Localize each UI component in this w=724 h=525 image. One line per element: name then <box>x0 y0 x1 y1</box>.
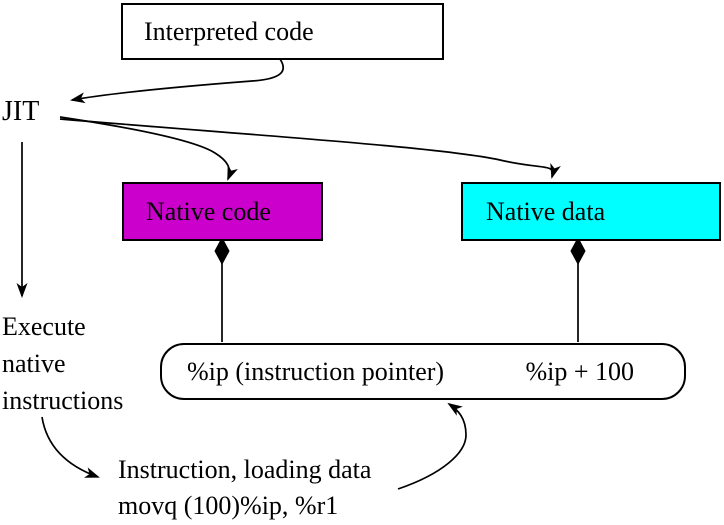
native-data-box: Native data <box>461 182 721 241</box>
diamond-connector-native-data <box>570 236 586 266</box>
interpreted-code-box: Interpreted code <box>121 3 444 60</box>
instruction-label-line1: Instruction, loading data <box>118 455 372 484</box>
arrow-jit-to-native-data <box>59 118 561 179</box>
diamond-connector-native-code <box>214 236 230 266</box>
ip-pointer-label: %ip (instruction pointer) <box>187 356 445 386</box>
execute-label-line1: Execute <box>2 312 86 341</box>
execute-label-line3: instructions <box>2 386 124 415</box>
execute-native-instructions-label: Execute native instructions <box>2 308 123 419</box>
arrow-execute-to-instruction <box>41 416 100 478</box>
interpreted-code-label: Interpreted code <box>144 16 314 46</box>
native-data-label: Native data <box>486 196 606 226</box>
arrow-instruction-to-ip-box <box>397 402 467 490</box>
arrow-interpreted-to-jit <box>70 58 285 104</box>
native-code-label: Native code <box>146 196 271 226</box>
instruction-label-line2: movq (100)%ip, %r1 <box>118 491 339 520</box>
native-code-box: Native code <box>122 182 323 241</box>
ip-offset-label: %ip + 100 <box>525 356 634 386</box>
instruction-pointer-box: %ip (instruction pointer) %ip + 100 <box>160 343 686 400</box>
execute-label-line2: native <box>2 349 66 378</box>
jit-label: JIT <box>2 96 40 127</box>
arrow-jit-to-native-code <box>59 116 238 181</box>
instruction-loading-label: Instruction, loading data movq (100)%ip,… <box>118 452 371 524</box>
